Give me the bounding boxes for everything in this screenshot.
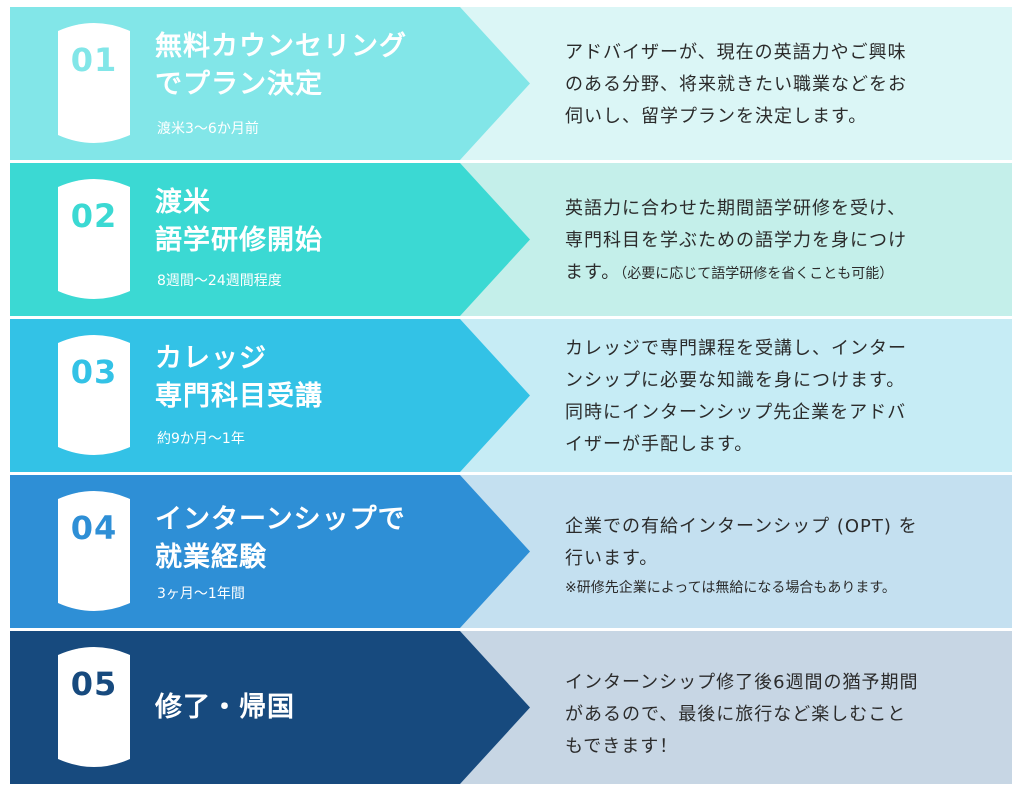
step-3-number-tab: 03 (50, 329, 138, 461)
step-3-description: カレッジで専門課程を受講し、インター ンシップに必要な知識を身につけます。 同時… (565, 338, 907, 455)
step-4-note: ※研修先企業によっては無給になる場合もあります。 (565, 580, 896, 596)
step-1-description: アドバイザーが、現在の英語力やご興味 のある分野、将来就きたい職業などをお 伺い… (565, 42, 907, 127)
step-5-title: 修了・帰国 (155, 692, 295, 723)
step-2-subtitle: 8週間〜24週間程度 (157, 273, 282, 289)
step-5-number: 05 (70, 665, 118, 703)
step-4-number-tab: 04 (50, 485, 138, 617)
step-4-subtitle: 3ヶ月〜1年間 (157, 586, 245, 602)
step-5-number-tab: 05 (50, 641, 138, 773)
step-4-arrow (10, 475, 530, 628)
step-4: 04 インターンシップで 就業経験 3ヶ月〜1年間 企業での有給インターンシップ… (10, 475, 1012, 628)
step-3: 03 カレッジ 専門科目受講 約9か月〜1年 カレッジで専門課程を受講し、インタ… (10, 319, 1012, 472)
step-1: 01 無料カウンセリング でプラン決定 渡米3〜6か月前 アドバイザーが、現在の… (10, 7, 1012, 160)
step-3-subtitle: 約9か月〜1年 (157, 431, 245, 447)
step-5: 05 修了・帰国 インターンシップ修了後6週間の猶予期間 があるので、最後に旅行… (10, 631, 1012, 784)
step-5-description: インターンシップ修了後6週間の猶予期間 があるので、最後に旅行など楽しむこと も… (565, 672, 919, 757)
step-2-title: 渡米 語学研修開始 (155, 187, 323, 256)
step-1-title: 無料カウンセリング でプラン決定 (155, 31, 407, 100)
step-1-number-tab: 01 (50, 17, 138, 149)
step-2: 02 渡米 語学研修開始 8週間〜24週間程度 英語力に合わせた期間語学研修を受… (10, 163, 1012, 316)
step-2-arrow (10, 163, 530, 316)
step-3-title: カレッジ 専門科目受講 (155, 343, 323, 412)
step-2-number-tab: 02 (50, 173, 138, 305)
step-4-number: 04 (70, 509, 118, 547)
step-4-title: インターンシップで 就業経験 (155, 504, 406, 573)
step-4-description: 企業での有給インターンシップ (OPT) を 行います。 ※研修先企業によっては… (565, 511, 995, 601)
step-3-arrow (10, 319, 530, 472)
step-1-subtitle: 渡米3〜6か月前 (157, 121, 259, 137)
step-3-number: 03 (70, 353, 118, 391)
step-5-arrow (10, 631, 530, 784)
step-2-number: 02 (70, 197, 118, 235)
step-1-number: 01 (70, 41, 118, 79)
step-2-description: 英語力に合わせた期間語学研修を受け、 専門科目を学ぶための語学力を身につけ ます… (565, 198, 907, 283)
step-1-arrow (10, 7, 530, 160)
